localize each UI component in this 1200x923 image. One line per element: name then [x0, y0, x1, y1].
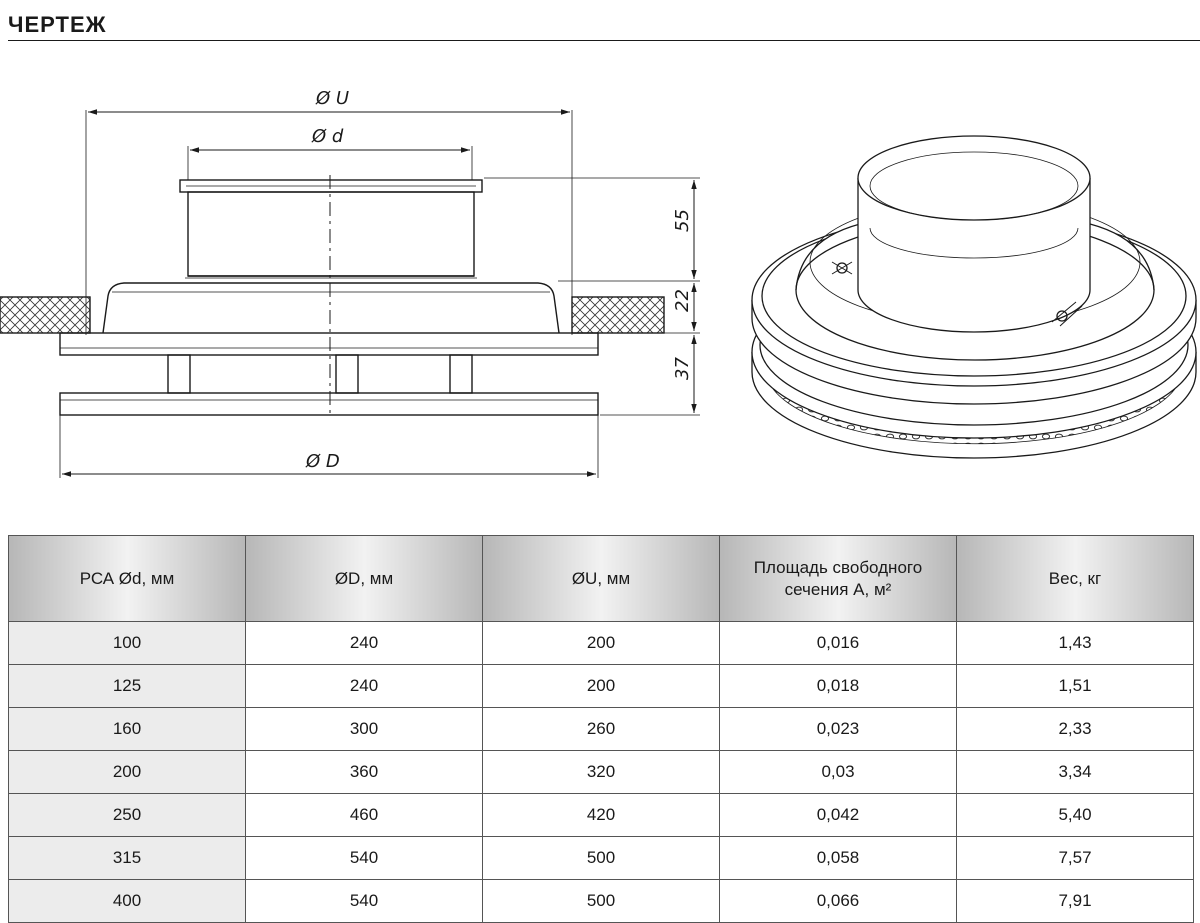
cell-free-area: 0,03	[719, 750, 957, 794]
spec-table: РСА Ød, мм ØD, мм ØU, мм Площадь свободн…	[8, 535, 1194, 923]
dim-55-label: 55	[672, 209, 693, 232]
cell-u: 420	[482, 793, 720, 837]
page-title: ЧЕРТЕЖ	[8, 12, 107, 37]
cell-weight: 2,33	[956, 707, 1194, 751]
cell-u: 320	[482, 750, 720, 794]
cell-outer-d: 240	[245, 664, 483, 708]
isometric-view	[751, 135, 1197, 459]
cell-u: 260	[482, 707, 720, 751]
header-free-area: Площадь свободного сечения А, м²	[719, 535, 957, 622]
cell-free-area: 0,058	[719, 836, 957, 880]
header-u: ØU, мм	[482, 535, 720, 622]
cell-free-area: 0,023	[719, 707, 957, 751]
screw-icon	[1056, 310, 1068, 322]
dim-u-label: Ø U	[315, 88, 349, 109]
cell-rsa-d: 315	[8, 836, 246, 880]
table-row: 250 460 420 0,042 5,40	[8, 793, 1194, 837]
cell-outer-d: 460	[245, 793, 483, 837]
dim-22-label: 22	[672, 289, 693, 312]
cell-outer-d: 540	[245, 836, 483, 880]
cell-weight: 1,43	[956, 621, 1194, 665]
dimension-lines	[59, 109, 700, 478]
cell-weight: 5,40	[956, 793, 1194, 837]
cell-u: 200	[482, 664, 720, 708]
header-outer-d: ØD, мм	[245, 535, 483, 622]
screw-icon	[836, 262, 848, 274]
cell-rsa-d: 200	[8, 750, 246, 794]
dim-37-label: 37	[672, 357, 693, 380]
table-row: 125 240 200 0,018 1,51	[8, 664, 1194, 708]
technical-drawing: Ø U Ø d Ø D 55 22 37	[0, 88, 1197, 478]
cell-rsa-d: 125	[8, 664, 246, 708]
table-row: 315 540 500 0,058 7,57	[8, 836, 1194, 880]
cell-outer-d: 300	[245, 707, 483, 751]
cell-weight: 1,51	[956, 664, 1194, 708]
table-header-row: РСА Ød, мм ØD, мм ØU, мм Площадь свободн…	[8, 535, 1194, 622]
wall-hatch-right	[571, 296, 665, 334]
cell-rsa-d: 400	[8, 879, 246, 923]
cell-u: 500	[482, 836, 720, 880]
cell-weight: 3,34	[956, 750, 1194, 794]
side-view	[0, 175, 665, 418]
cell-free-area: 0,018	[719, 664, 957, 708]
header-rsa-d: РСА Ød, мм	[8, 535, 246, 622]
cell-rsa-d: 100	[8, 621, 246, 665]
page-header: ЧЕРТЕЖ	[8, 6, 1200, 41]
cell-outer-d: 540	[245, 879, 483, 923]
cell-free-area: 0,066	[719, 879, 957, 923]
cell-outer-d: 240	[245, 621, 483, 665]
table-row: 200 360 320 0,03 3,34	[8, 750, 1194, 794]
wall-hatch-left	[0, 296, 91, 334]
header-weight: Вес, кг	[956, 535, 1194, 622]
cell-rsa-d: 160	[8, 707, 246, 751]
cell-u: 200	[482, 621, 720, 665]
dim-outer-d-label: Ø D	[305, 451, 340, 472]
dim-d-label: Ø d	[311, 126, 344, 147]
table-row: 160 300 260 0,023 2,33	[8, 707, 1194, 751]
cell-free-area: 0,016	[719, 621, 957, 665]
cell-free-area: 0,042	[719, 793, 957, 837]
cell-rsa-d: 250	[8, 793, 246, 837]
cell-weight: 7,57	[956, 836, 1194, 880]
cell-u: 500	[482, 879, 720, 923]
table-row: 100 240 200 0,016 1,43	[8, 621, 1194, 665]
table-row: 400 540 500 0,066 7,91	[8, 879, 1194, 923]
cell-outer-d: 360	[245, 750, 483, 794]
cell-weight: 7,91	[956, 879, 1194, 923]
